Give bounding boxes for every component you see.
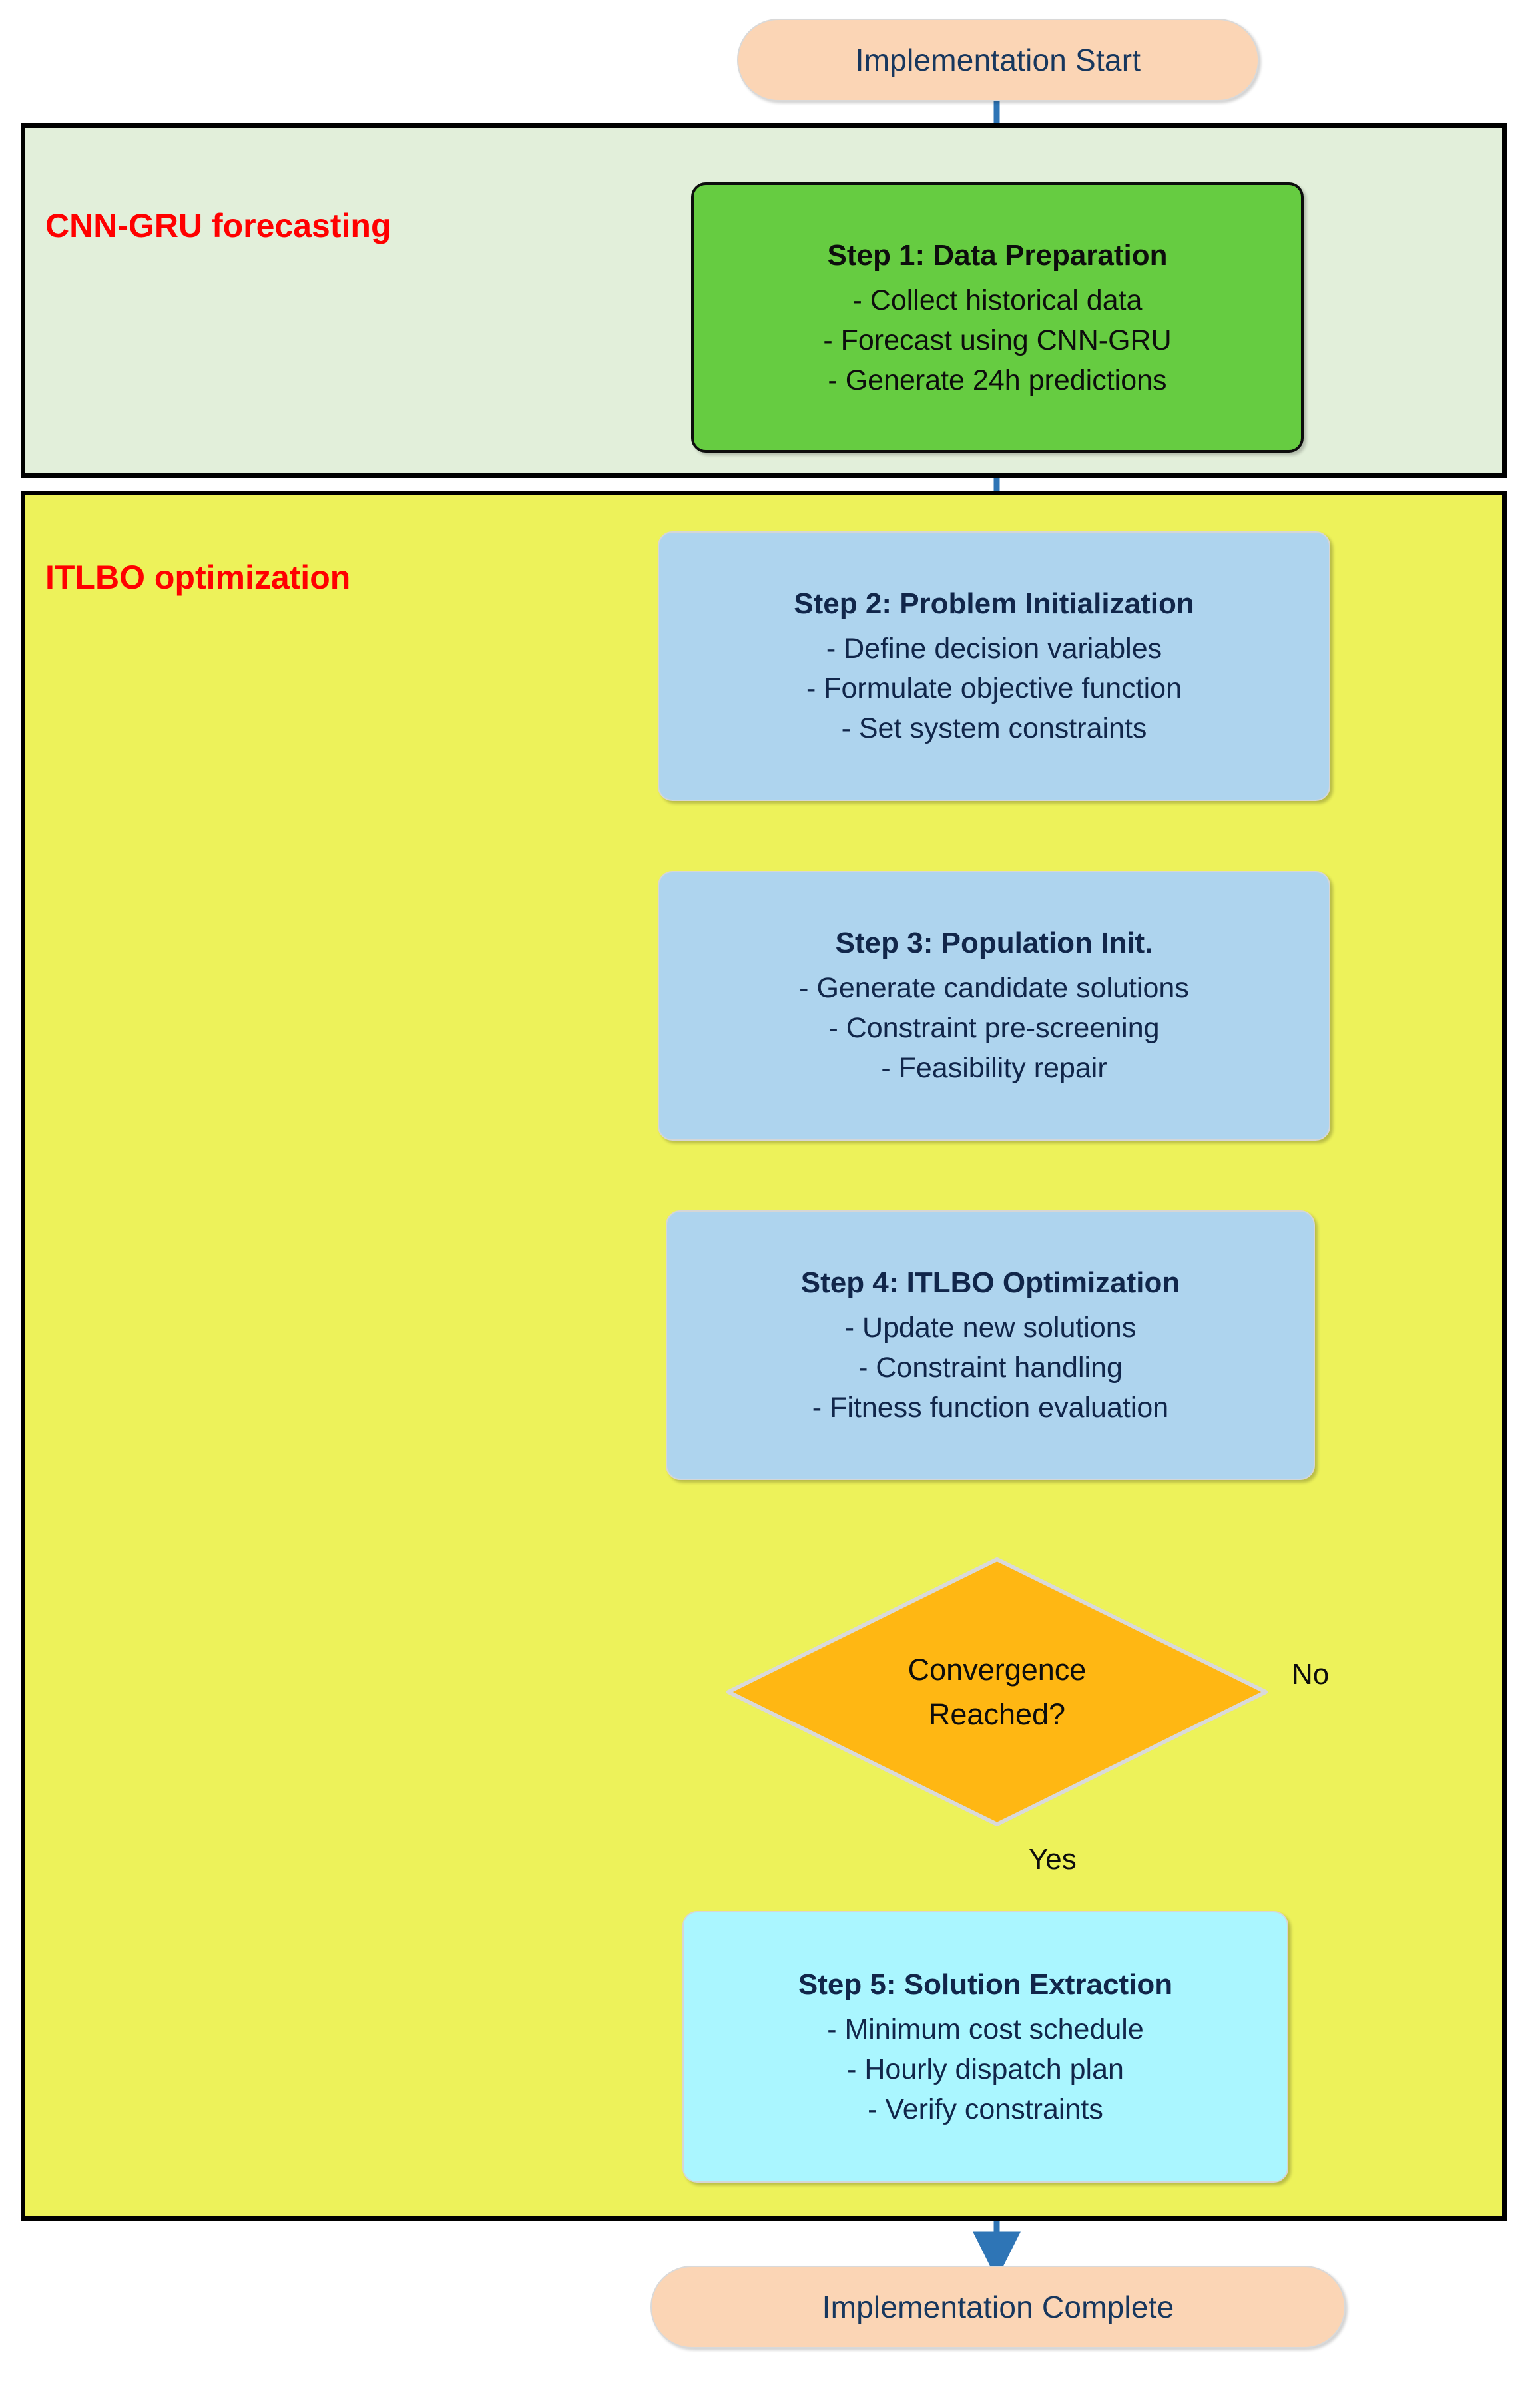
step-3-bullet-2: - Constraint pre-screening	[828, 1012, 1160, 1045]
decision-line-2: Reached?	[928, 1697, 1066, 1731]
decision-text: Convergence Reached?	[726, 1557, 1268, 1827]
edge-label-no: No	[1292, 1658, 1330, 1691]
decision-line-1: Convergence	[907, 1652, 1087, 1687]
step-4-bullet-2: - Constraint handling	[858, 1352, 1123, 1384]
end-node[interactable]: Implementation Complete	[650, 2266, 1346, 2348]
start-node[interactable]: Implementation Start	[737, 19, 1259, 101]
diamond-shape	[726, 1557, 1268, 1826]
step-5-node[interactable]: Step 5: Solution Extraction - Minimum co…	[682, 1911, 1288, 2183]
start-node-label: Implementation Start	[855, 43, 1141, 77]
step-3-bullet-1: - Generate candidate solutions	[799, 972, 1189, 1005]
step-2-title: Step 2: Problem Initialization	[794, 587, 1194, 621]
step-5-bullet-3: - Verify constraints	[868, 2093, 1103, 2125]
step-1-node[interactable]: Step 1: Data Preparation - Collect histo…	[691, 182, 1304, 453]
step-1-bullet-1: - Collect historical data	[852, 284, 1143, 316]
step-5-bullet-2: - Hourly dispatch plan	[847, 2053, 1124, 2085]
step-2-bullet-3: - Set system constraints	[841, 712, 1147, 745]
step-2-bullet-1: - Define decision variables	[826, 633, 1162, 665]
step-1-bullet-3: - Generate 24h predictions	[828, 364, 1167, 396]
step-3-bullet-3: - Feasibility repair	[881, 1052, 1107, 1085]
step-2-bullet-2: - Formulate objective function	[806, 672, 1182, 705]
step-3-title: Step 3: Population Init.	[835, 927, 1153, 960]
panel-cnn-gru-title: CNN-GRU forecasting	[45, 207, 391, 244]
end-node-label: Implementation Complete	[822, 2290, 1174, 2324]
step-2-node[interactable]: Step 2: Problem Initialization - Define …	[658, 531, 1330, 801]
step-4-node[interactable]: Step 4: ITLBO Optimization - Update new …	[666, 1210, 1315, 1480]
step-5-bullet-1: - Minimum cost schedule	[827, 2013, 1144, 2045]
step-1-title: Step 1: Data Preparation	[827, 238, 1168, 272]
edge-label-yes: Yes	[1029, 1843, 1077, 1876]
step-4-title: Step 4: ITLBO Optimization	[800, 1266, 1180, 1300]
step-5-title: Step 5: Solution Extraction	[798, 1968, 1173, 2001]
step-4-bullet-3: - Fitness function evaluation	[812, 1392, 1169, 1424]
convergence-decision-node[interactable]: Convergence Reached?	[726, 1557, 1268, 1827]
step-3-node[interactable]: Step 3: Population Init. - Generate cand…	[658, 871, 1330, 1141]
step-1-bullet-2: - Forecast using CNN-GRU	[823, 324, 1172, 356]
panel-itlbo-title: ITLBO optimization	[45, 559, 351, 596]
step-4-bullet-1: - Update new solutions	[844, 1312, 1137, 1344]
